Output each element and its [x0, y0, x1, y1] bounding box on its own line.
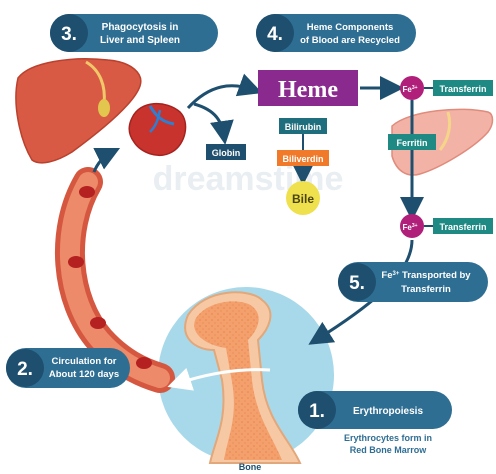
red-blood-cell	[68, 256, 84, 268]
biliverdin-label: Biliverdin	[282, 154, 323, 164]
step-2-number: 2.	[17, 359, 33, 380]
liver-illustration	[16, 59, 141, 163]
bone-note-line1: Erythrocytes form in	[344, 433, 432, 443]
transferrin-top-box: Transferrin	[433, 80, 493, 96]
red-blood-cell	[90, 317, 106, 329]
arrow-circulation-to-spleen	[94, 152, 112, 172]
step-1-badge: 1. Erythropoiesis	[298, 391, 452, 429]
bone-label: Bone	[239, 462, 262, 472]
red-blood-cell	[79, 186, 95, 198]
step-2-label-line2: About 120 days	[49, 369, 119, 380]
ferritin-label: Ferritin	[396, 138, 427, 148]
step-3-badge: 3. Phagocytosis in Liver and Spleen	[50, 14, 218, 52]
transferrin-bottom-box: Transferrin	[433, 218, 493, 234]
heme-box: Heme	[258, 70, 358, 106]
bile-label: Bile	[292, 192, 314, 206]
step-5-label-line2: Transferrin	[401, 284, 451, 295]
step-2-label-line1: Circulation for	[52, 356, 117, 367]
step-4-label-line2: of Blood are Recycled	[300, 35, 400, 46]
red-blood-cell	[136, 357, 152, 369]
spleen-illustration	[129, 104, 185, 156]
step-4-label-line1: Heme Components	[307, 22, 394, 33]
biliverdin-box: Biliverdin	[277, 150, 329, 166]
bilirubin-label: Bilirubin	[285, 122, 322, 132]
bilirubin-box: Bilirubin	[279, 118, 327, 134]
bile-circle: Bile	[286, 181, 320, 215]
bone-note-line2: Red Bone Marrow	[350, 445, 428, 455]
step-4-number: 4.	[267, 24, 283, 45]
step-5-badge: 5. Fe3+ Transported by Transferrin	[338, 262, 488, 302]
fe-bottom-sup: 3+	[412, 223, 418, 229]
step-3-label-line2: Liver and Spleen	[100, 35, 180, 46]
arrow-spleen-to-globin	[194, 104, 224, 136]
step-1-label: Erythropoiesis	[353, 406, 423, 417]
transferrin-top-label: Transferrin	[439, 84, 486, 94]
step-5-number: 5.	[349, 273, 365, 294]
fe-bottom-circle: Fe3+	[400, 214, 424, 238]
ferritin-box: Ferritin	[388, 134, 436, 150]
step-5-fe: Fe	[381, 270, 392, 281]
fe-top-circle: Fe3+	[400, 76, 424, 100]
fe-top-sup: 3+	[412, 85, 418, 91]
step-3-number: 3.	[61, 24, 77, 45]
transferrin-bottom-label: Transferrin	[439, 222, 486, 232]
globin-box: Globin	[206, 144, 246, 160]
step-5-label-line1: Transported by	[399, 270, 471, 281]
step-4-badge: 4. Heme Components of Blood are Recycled	[256, 14, 416, 52]
heme-label: Heme	[278, 77, 338, 103]
step-2-badge: 2. Circulation for About 120 days	[6, 348, 130, 388]
step-3-label-line1: Phagocytosis in	[102, 22, 179, 33]
globin-label: Globin	[212, 148, 241, 158]
step-1-number: 1.	[309, 401, 325, 422]
